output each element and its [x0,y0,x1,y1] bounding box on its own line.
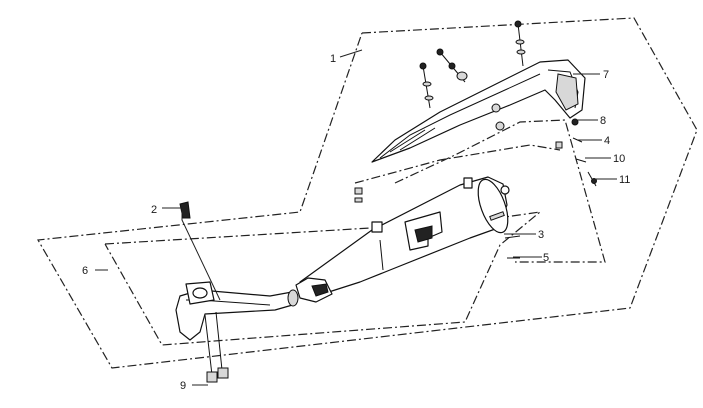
shield-bolt-stack-right [514,20,526,67]
callout-5: 5 [543,252,549,264]
small-clips [354,141,563,203]
shield-bolt-stack-left [419,62,434,109]
callout-1: 1 [330,53,336,65]
bracket-fasteners [504,235,521,259]
heat-shield [371,59,586,163]
leader-lines [95,49,617,386]
callout-7: 7 [603,69,609,81]
shield-washers [491,103,505,131]
callout-4: 4 [604,135,610,147]
callout-9: 9 [180,380,186,392]
guard-frame-inner [354,144,561,184]
assembly-frame-1 [37,17,698,369]
callout-11: 11 [619,174,630,186]
callout-10: 10 [613,153,625,165]
callout-3: 3 [538,229,544,241]
callout-6: 6 [82,265,88,277]
header-pipe [175,281,299,341]
callout-2: 2 [151,204,157,216]
shield-bolt-stack-mid [436,48,468,83]
muffler [295,176,510,303]
right-fasteners [571,118,597,187]
callout-8: 8 [600,115,606,127]
flange-nuts [204,311,229,383]
